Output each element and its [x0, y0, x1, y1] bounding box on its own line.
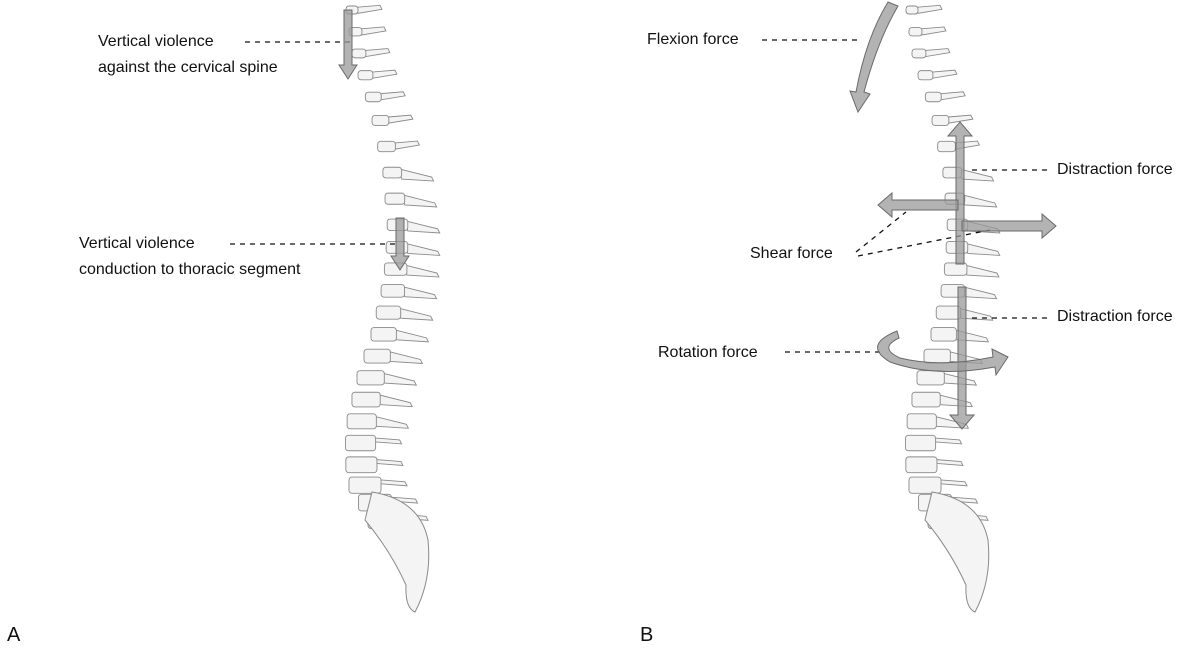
vertebra: [943, 262, 968, 276]
label-line: Vertical violence: [98, 33, 214, 50]
vertebra: [935, 305, 962, 320]
shear-right-arrow-icon: [961, 212, 1057, 240]
leader-lines: [230, 39, 1050, 353]
label-rotation-force: Rotation force: [658, 344, 758, 361]
spinous-process: [934, 458, 964, 467]
vertebra: [345, 456, 378, 474]
spinous-process: [363, 48, 391, 58]
spinous-process: [915, 4, 943, 14]
spinous-process: [393, 329, 430, 343]
panel-letter-a: A: [7, 624, 21, 646]
spinous-process: [392, 140, 421, 150]
spinous-process: [399, 168, 435, 182]
spinous-process: [938, 479, 968, 487]
vertebra: [911, 391, 941, 408]
vertebra: [382, 166, 403, 179]
spinous-process: [404, 264, 440, 278]
label-line: against the cervical spine: [98, 59, 278, 76]
spinous-process: [964, 264, 1000, 278]
spinous-process: [959, 168, 995, 182]
spinous-process: [938, 91, 966, 101]
spine-a: [344, 4, 441, 613]
vertebra: [346, 413, 377, 430]
vertebra: [384, 192, 406, 205]
vertebra: [370, 327, 397, 342]
vertebra: [905, 456, 938, 474]
arrow-down-cervical-icon: [338, 9, 358, 80]
spinous-process: [359, 26, 387, 36]
spinous-process: [402, 194, 438, 208]
vertebra: [931, 115, 950, 126]
label-thoracic-violence: Vertical violence conduction to thoracic…: [79, 231, 300, 283]
sacrum: [924, 491, 990, 613]
label-shear-force: Shear force: [750, 245, 833, 262]
spinous-process: [965, 242, 1001, 256]
spinous-process: [398, 307, 434, 321]
vertebra: [380, 284, 406, 298]
vertebra: [908, 27, 923, 37]
spinous-process: [381, 372, 418, 386]
vertebra: [906, 413, 937, 430]
spinous-process: [372, 437, 403, 445]
flexion-arrow-icon: [849, 1, 899, 114]
sacrum: [364, 491, 430, 613]
spinous-process: [378, 479, 408, 487]
vertebra: [344, 434, 377, 452]
spinous-process: [374, 458, 404, 467]
spinous-process: [923, 48, 951, 58]
label-line: Vertical violence: [79, 235, 195, 252]
panel-letter-b: B: [640, 624, 654, 646]
distraction-up-arrow-icon: [946, 121, 974, 265]
vertebra: [377, 140, 396, 153]
label-line: conduction to thoracic segment: [79, 261, 301, 278]
vertebra: [908, 476, 942, 494]
spinous-process: [370, 69, 398, 79]
vertebra: [348, 476, 382, 494]
vertebra: [923, 348, 951, 364]
spinous-process: [961, 286, 998, 300]
vertebra: [357, 70, 374, 81]
arrow-down-thoracic-icon: [390, 217, 410, 271]
spinous-process: [355, 4, 383, 14]
vertebra: [356, 370, 385, 386]
vertebra: [364, 91, 382, 103]
label-distraction-force-lower: Distraction force: [1057, 308, 1173, 325]
vertebra: [351, 48, 367, 59]
label-flexion-force: Flexion force: [647, 31, 739, 48]
spinous-process: [930, 69, 958, 79]
spinous-process: [401, 286, 438, 300]
label-distraction-force-upper: Distraction force: [1057, 161, 1173, 178]
spinous-process: [377, 394, 413, 408]
vertebra: [917, 70, 934, 81]
vertebra: [363, 348, 391, 364]
vertebra: [375, 305, 402, 320]
vertebra: [904, 434, 937, 452]
vertebra: [930, 327, 957, 342]
spinous-process: [405, 242, 441, 256]
spinous-process: [932, 437, 963, 445]
spinous-process: [378, 91, 406, 101]
vertebra: [911, 48, 927, 59]
label-cervical-violence: Vertical violence against the cervical s…: [98, 29, 278, 81]
rotation-arrow-icon: [877, 330, 1009, 377]
leader-shear-1: [855, 211, 907, 253]
spinous-process: [387, 350, 424, 364]
shear-left-arrow-icon: [877, 191, 959, 219]
leader-shear-2: [857, 229, 991, 257]
spine-b: [904, 4, 1001, 613]
spinous-process: [405, 220, 441, 234]
spinous-process: [919, 26, 947, 36]
spinous-process: [373, 415, 410, 429]
spinous-process: [386, 114, 414, 124]
vertebra: [351, 391, 381, 408]
force-arrows: [338, 1, 1057, 430]
vertebra: [937, 140, 956, 153]
spinous-process: [937, 394, 973, 408]
vertebra: [371, 115, 390, 126]
spinous-process: [962, 194, 998, 208]
vertebra: [924, 91, 942, 103]
vertebra: [905, 5, 919, 15]
distraction-down-arrow-icon: [948, 286, 976, 430]
vertebra: [916, 370, 945, 386]
